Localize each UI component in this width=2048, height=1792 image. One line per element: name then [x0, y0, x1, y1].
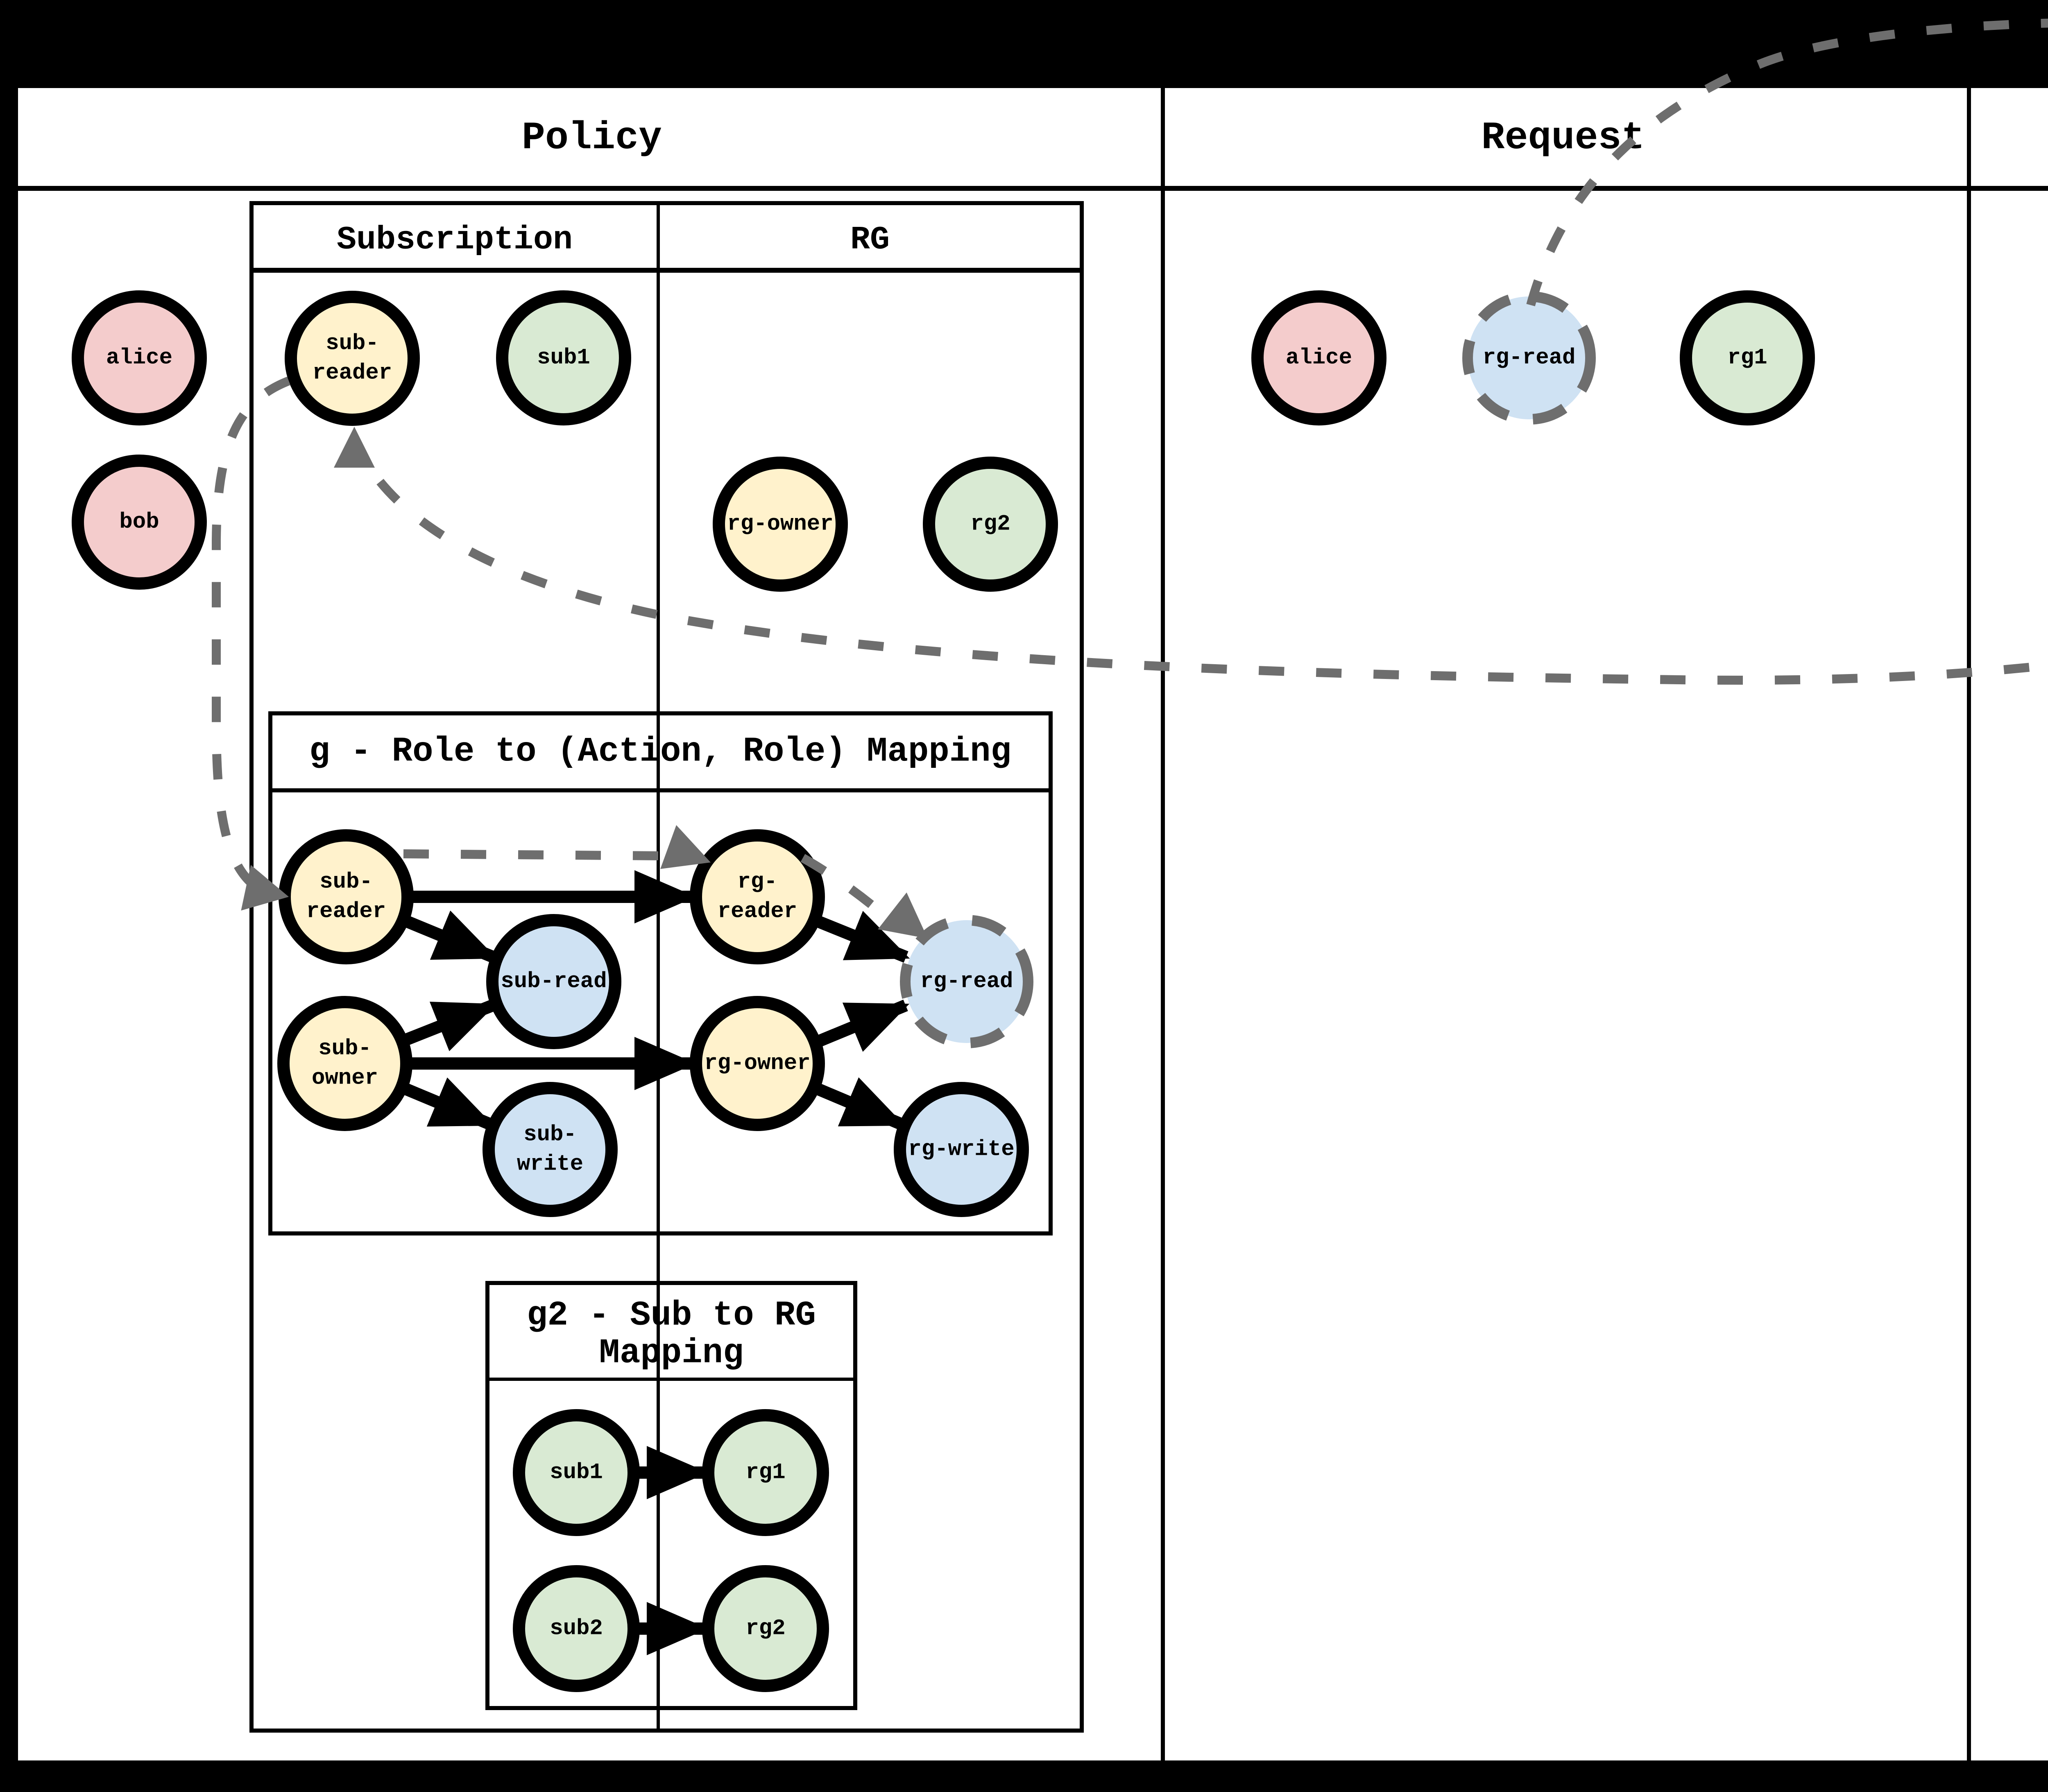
svg-text:owner: owner — [312, 1066, 378, 1091]
dashed-arrow-matching-subreader-to-policy-subreader — [360, 455, 2048, 685]
subscription-column-header: Subscription — [337, 222, 573, 259]
svg-text:sub1: sub1 — [537, 346, 590, 371]
svg-text:rg-read: rg-read — [920, 969, 1013, 994]
svg-text:rg2: rg2 — [970, 512, 1010, 537]
svg-text:rg1: rg1 — [1727, 346, 1767, 371]
policy-node-alice: alice — [72, 290, 207, 425]
g2-node-rg1: rg1 — [702, 1409, 829, 1536]
g2-node-sub1: sub1 — [513, 1409, 640, 1536]
svg-text:alice: alice — [106, 346, 172, 371]
svg-text:rg-write: rg-write — [908, 1137, 1014, 1162]
request-node-alice: alice — [1251, 290, 1386, 425]
g-node-rg-read: rg-read — [900, 915, 1033, 1048]
svg-text:rg-read: rg-read — [1483, 346, 1576, 371]
g-node-sub-reader: sub- reader — [279, 829, 414, 964]
svg-text:sub2: sub2 — [550, 1616, 603, 1641]
dashed-arrowhead-into-policy-subreader — [334, 427, 375, 468]
svg-text:alice: alice — [1286, 346, 1352, 371]
g2-mapping-title-line2: Mapping — [599, 1334, 744, 1373]
g-node-rg-owner: rg-owner — [690, 996, 825, 1131]
dashed-arrowhead-into-g-rg-read — [878, 892, 928, 939]
edge-rg-owner-rg-read — [816, 1000, 910, 1052]
dashed-arrowhead-into-rg-reader — [660, 825, 711, 869]
policy-header: Policy — [522, 116, 662, 160]
dashed-arrow-rg-reader-to-rg-read — [800, 854, 895, 926]
edge-sub-owner-sub-write — [403, 1077, 494, 1130]
svg-text:rg1: rg1 — [745, 1460, 785, 1485]
policy-table — [249, 201, 1084, 1733]
edge-sub-reader-sub-read — [404, 910, 497, 963]
request-node-rg1: rg1 — [1680, 290, 1815, 425]
g2-mapping-box — [485, 1281, 857, 1710]
policy-node-sub1: sub1 — [496, 290, 631, 425]
g-node-sub-owner: sub- owner — [277, 996, 412, 1131]
svg-text:sub-read: sub-read — [501, 969, 607, 994]
edge-sub-owner-sub-read — [403, 1000, 497, 1052]
g-mapping-title: g - Role to (Action, Role) Mapping — [309, 733, 1011, 772]
request-node-rg-read: rg-read — [1462, 291, 1596, 425]
policy-node-bob: bob — [72, 455, 207, 590]
svg-text:rg-owner: rg-owner — [704, 1051, 810, 1076]
svg-text:write: write — [517, 1152, 583, 1177]
g2-node-rg2: rg2 — [702, 1565, 829, 1692]
svg-text:bob: bob — [119, 510, 159, 535]
svg-text:reader: reader — [306, 899, 386, 924]
policy-node-sub-reader: sub- reader — [285, 291, 420, 426]
g-node-rg-write: rg-write — [894, 1082, 1029, 1217]
edge-rg-owner-rg-write — [815, 1077, 905, 1130]
svg-text:sub-: sub- — [319, 870, 373, 895]
svg-text:rg2: rg2 — [745, 1616, 785, 1641]
g-node-rg-reader: rg- reader — [690, 829, 825, 964]
svg-text:sub1: sub1 — [550, 1460, 603, 1485]
edge-rg-reader-rg-read — [816, 911, 910, 963]
g-node-sub-write: sub- write — [483, 1082, 618, 1217]
svg-text:reader: reader — [313, 361, 392, 386]
svg-text:sub-: sub- — [318, 1036, 372, 1061]
svg-text:rg-: rg- — [737, 870, 777, 895]
policy-node-rg-owner: rg-owner — [713, 457, 848, 592]
svg-text:rg-owner: rg-owner — [727, 512, 833, 537]
g-mapping-box — [268, 711, 1053, 1235]
dashed-arrow-g-subreader-to-rg-reader — [403, 849, 666, 860]
dashed-arrow-request-rgread-to-matching-rgread — [1526, 18, 2048, 306]
svg-text:sub-: sub- — [326, 331, 379, 356]
g2-mapping-title-line1: g2 - Sub to RG — [527, 1296, 816, 1335]
dashed-arrowhead-into-g-subreader — [241, 864, 289, 911]
policy-node-rg2: rg2 — [923, 457, 1058, 592]
g-node-sub-read: sub-read — [486, 914, 621, 1049]
g2-node-sub2: sub2 — [513, 1565, 640, 1692]
dashed-arrow-policy-subreader-to-g-subreader — [212, 376, 291, 892]
svg-text:sub-: sub- — [523, 1122, 577, 1147]
svg-text:reader: reader — [718, 899, 797, 924]
rg-column-header: RG — [850, 222, 890, 259]
